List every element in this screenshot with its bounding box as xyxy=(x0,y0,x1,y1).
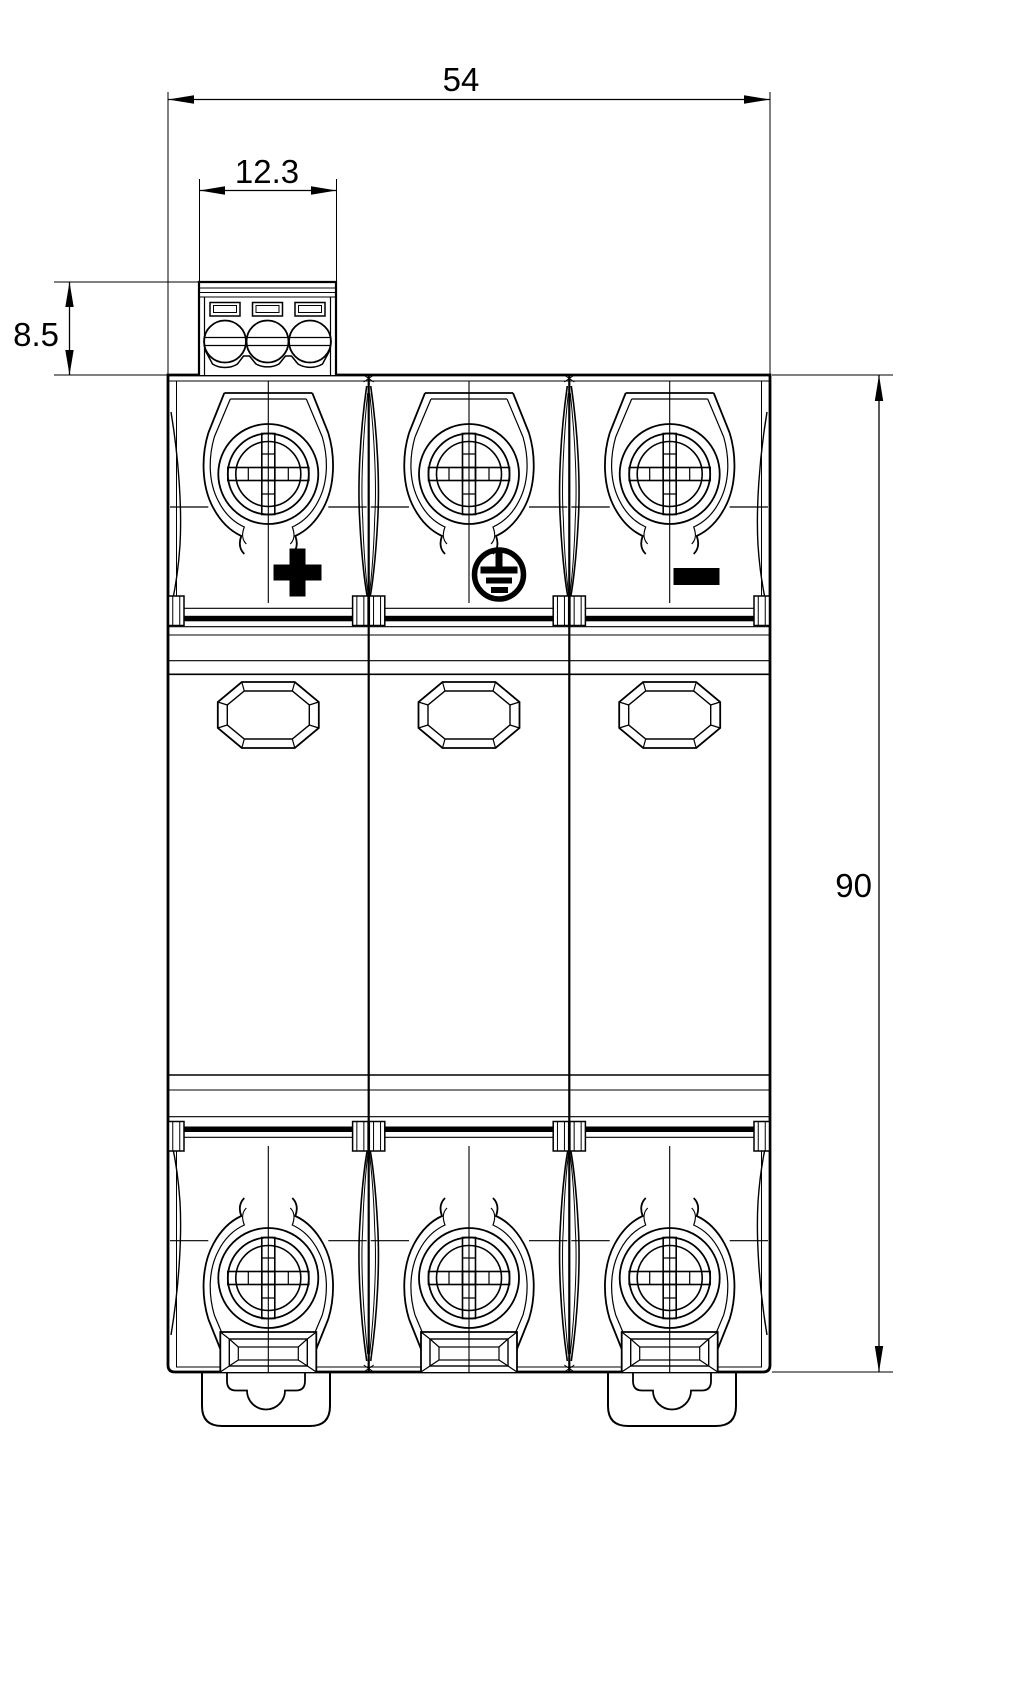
indicator-window xyxy=(417,681,521,749)
edge-seam xyxy=(170,1143,182,1336)
terminal-slot xyxy=(209,301,326,317)
din-rail-clip-right xyxy=(607,1371,737,1427)
minus-polarity-icon xyxy=(673,568,720,585)
arrow-left-icon xyxy=(199,186,225,195)
plus-polarity-icon xyxy=(273,548,322,597)
dimension-connector-width: 12.3 xyxy=(199,153,337,297)
indicator-window xyxy=(618,681,722,749)
arrow-left-icon xyxy=(168,95,194,104)
protective-earth-icon xyxy=(471,547,527,602)
connector-screw-icon xyxy=(203,319,332,364)
arrow-up-icon xyxy=(65,282,74,307)
dimension-label-connector-height: 8.5 xyxy=(13,316,59,353)
top-terminal-section xyxy=(170,381,768,608)
arrow-down-icon xyxy=(65,350,74,375)
dimension-connector-height: 8.5 xyxy=(13,281,199,376)
edge-seam xyxy=(756,1143,768,1336)
dimension-overall-width: 54 xyxy=(167,61,771,375)
arrow-down-icon xyxy=(874,1346,884,1372)
top-terminal-block xyxy=(197,280,338,375)
dimension-label-body-height: 90 xyxy=(835,867,872,904)
din-rail-clip-left xyxy=(201,1371,331,1427)
bottom-terminal-section xyxy=(170,1137,768,1373)
dimension-label-overall-width: 54 xyxy=(443,61,480,98)
arrow-right-icon xyxy=(311,186,337,195)
case-step-bands xyxy=(168,607,770,1138)
arrow-up-icon xyxy=(874,375,884,401)
indicator-window xyxy=(216,681,320,749)
dimension-body-height: 90 xyxy=(772,374,893,1373)
arrow-right-icon xyxy=(744,95,770,104)
dimension-label-connector-width: 12.3 xyxy=(235,153,299,190)
indicator-windows xyxy=(216,681,722,749)
